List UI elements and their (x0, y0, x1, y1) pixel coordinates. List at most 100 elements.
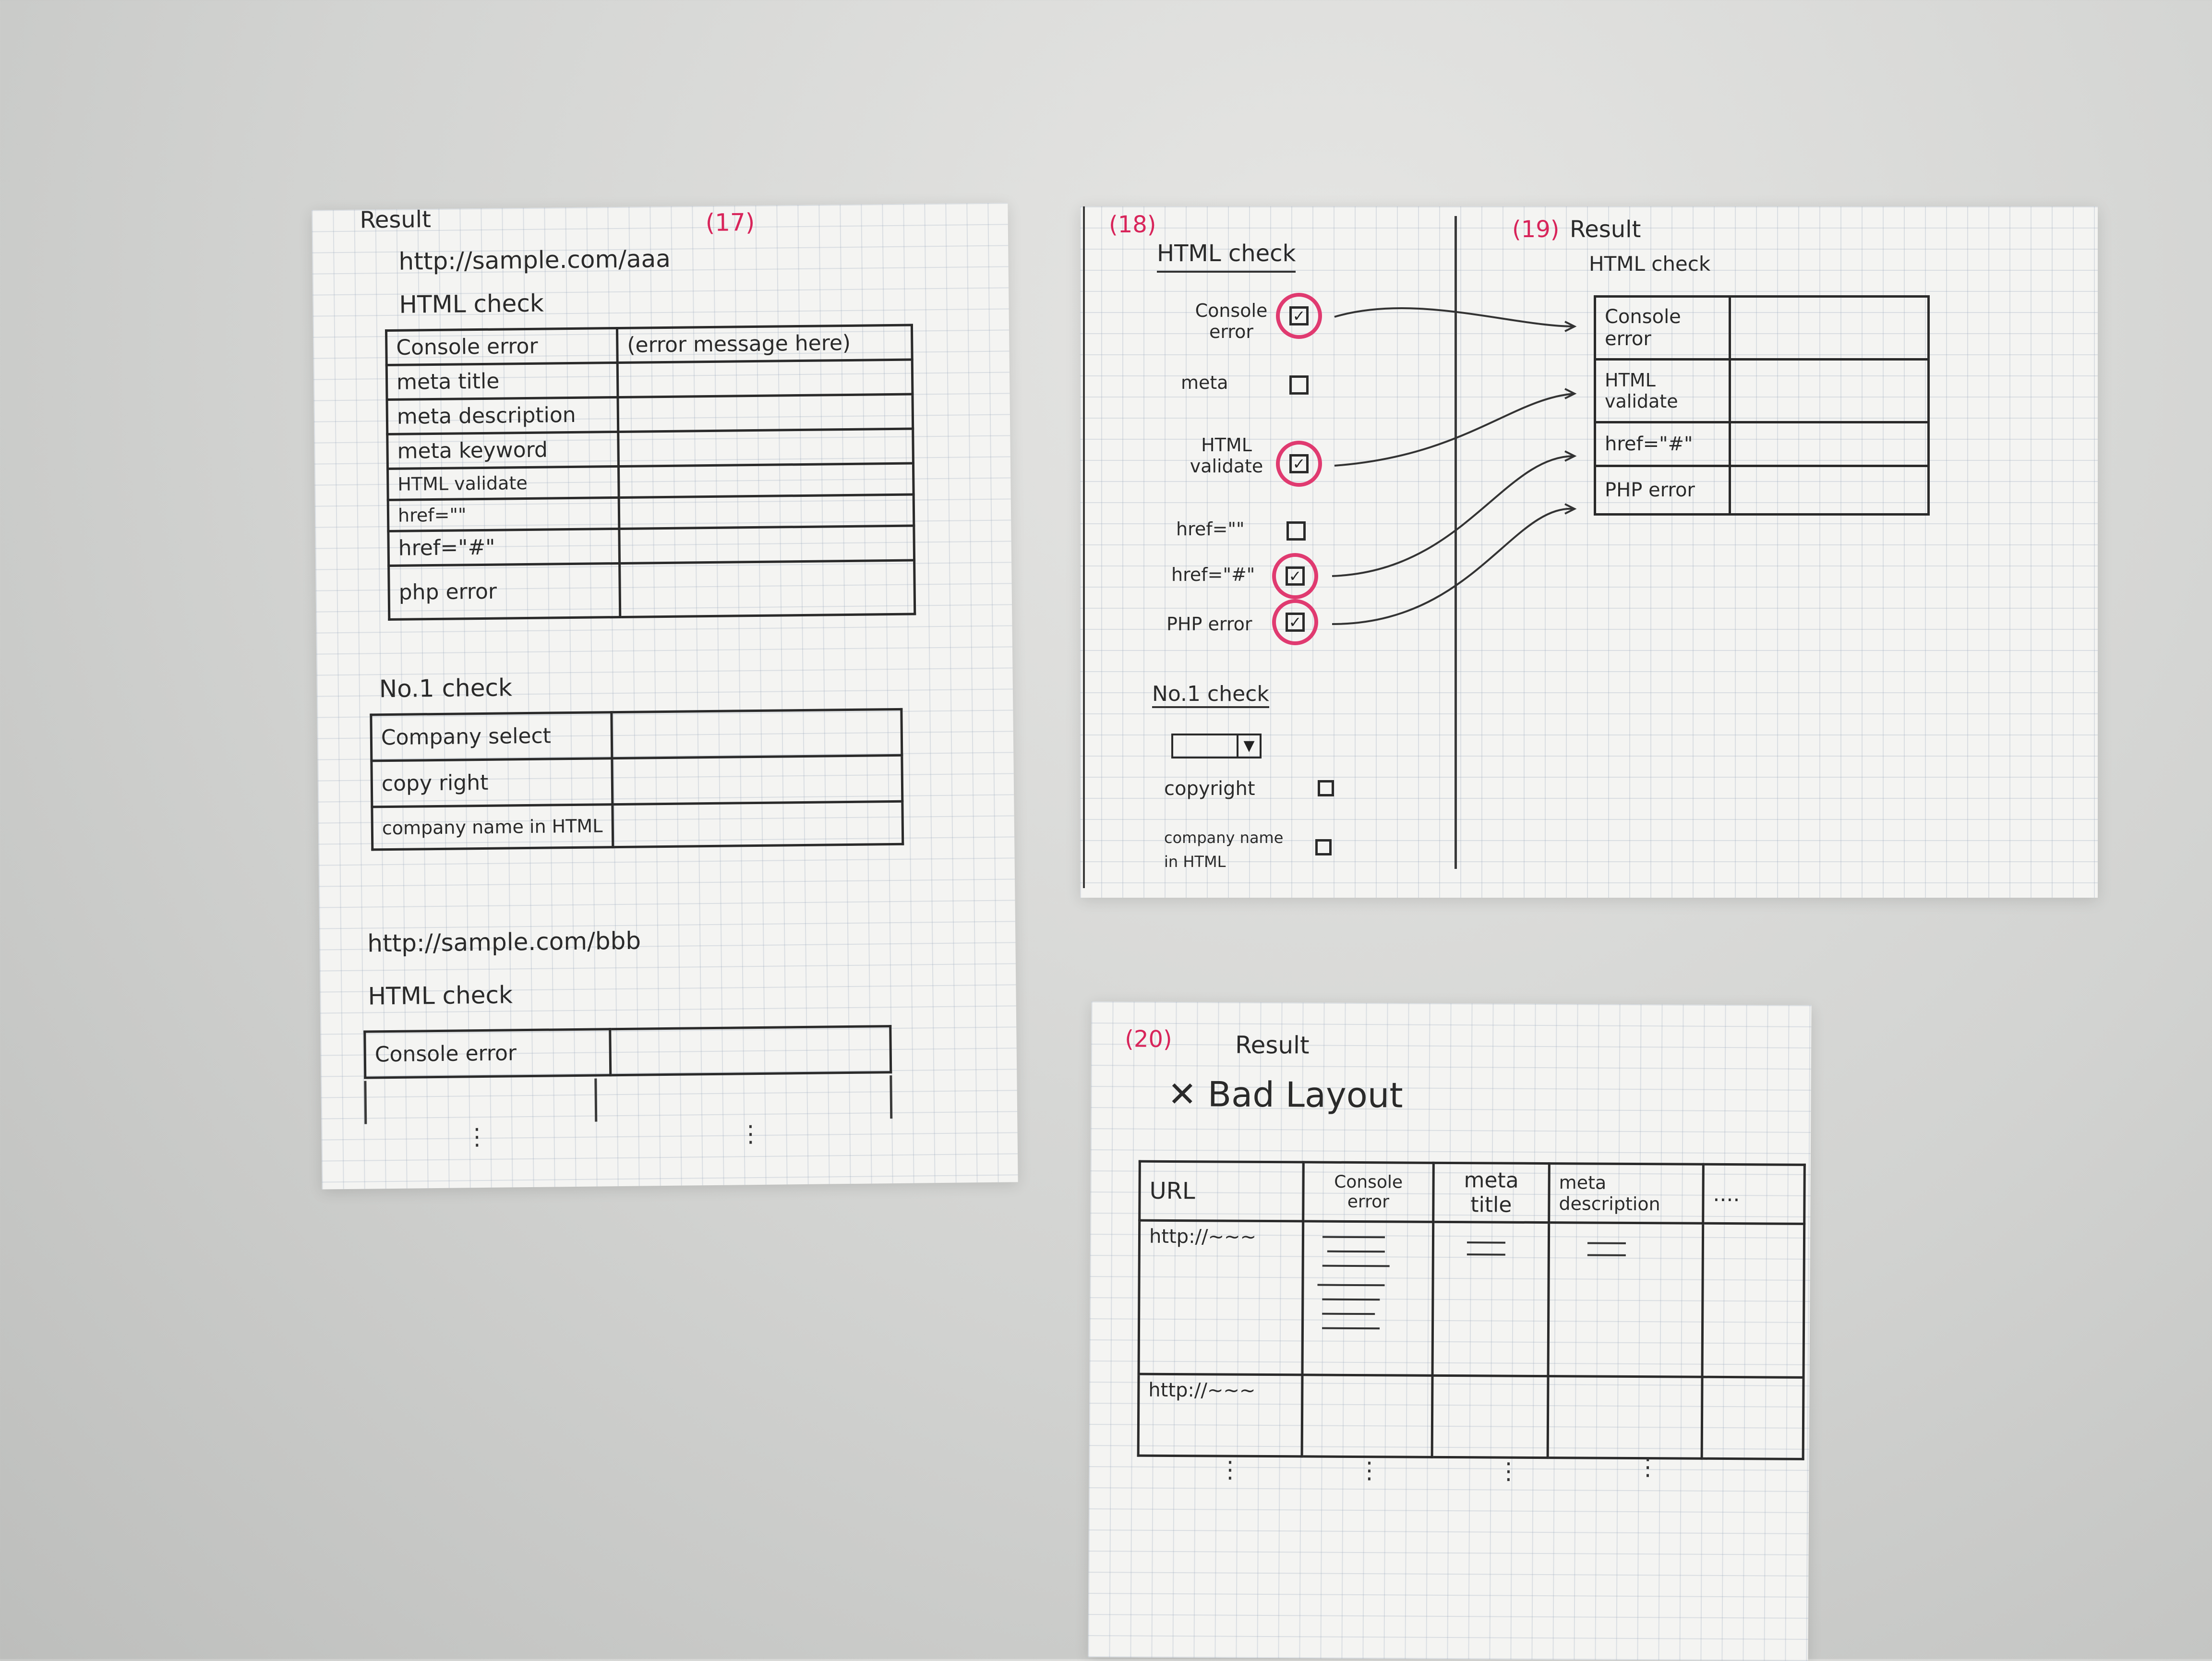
sheet-number-20: (20) (1125, 1025, 1172, 1053)
table-row: href="#" (1594, 421, 1930, 467)
table-row: http://~~~ (1138, 1374, 1804, 1459)
row-label: meta title (386, 362, 618, 400)
html-validate-checkbox[interactable]: ✓ (1289, 454, 1309, 473)
option-label-php-error: PHP error (1166, 614, 1252, 635)
row-label: copy right (371, 758, 613, 807)
table-row: href="" (388, 494, 914, 531)
page-margin-line (1083, 206, 1085, 888)
row-label: Console error (1594, 295, 1731, 361)
option-label-console-error: Console error (1195, 300, 1268, 342)
ellipsis-marks: ⋮ (1497, 1457, 1520, 1485)
html-check-heading: HTML check (1157, 240, 1296, 273)
check-mark: ✓ (1292, 307, 1306, 325)
error-message-cell: (error message here) (617, 325, 913, 363)
check-mark: ✓ (1288, 567, 1302, 585)
table-row: http://~~~ (1139, 1220, 1804, 1378)
href-hash-checkbox[interactable]: ✓ (1286, 566, 1305, 586)
row-value (617, 360, 913, 397)
page-url-1[interactable]: http://sample.com/aaa (398, 244, 671, 276)
table-row: Console error (error message here) (386, 325, 913, 365)
html-check-table: Console error (error message here) meta … (385, 324, 916, 621)
option-label-href-empty: href="" (1176, 518, 1245, 540)
row-url[interactable]: http://~~~ (1139, 1220, 1303, 1375)
arrow-php-error (1332, 507, 1575, 625)
table-row: company name in HTML (372, 801, 903, 850)
meta-checkbox[interactable] (1289, 375, 1309, 395)
table-row: HTML validate (1594, 358, 1930, 423)
table-row: Console error (364, 1026, 891, 1078)
console-error-cell (1302, 1374, 1433, 1457)
row-value (1729, 421, 1930, 467)
connector-arrows (1332, 307, 1577, 625)
header-meta-title: meta title (1433, 1163, 1550, 1223)
row-label: meta description (387, 397, 618, 434)
row-value (619, 494, 914, 529)
sheet-number-18: (18) (1109, 211, 1156, 238)
table-border (594, 1078, 598, 1122)
sheet-17: Result (17) http://sample.com/aaa HTML c… (312, 203, 1018, 1190)
table-row: meta title (386, 360, 913, 400)
ellipsis-marks: ⋮ (1636, 1454, 1659, 1481)
row-value (1729, 358, 1930, 423)
copyright-checkbox[interactable] (1318, 780, 1334, 796)
company-select-dropdown[interactable]: ▼ (1171, 734, 1262, 758)
href-empty-checkbox[interactable] (1286, 521, 1306, 541)
check-mark: ✓ (1292, 455, 1306, 473)
no1-check-table: Company select copy right company name i… (370, 708, 904, 851)
table-row: meta description (387, 394, 913, 434)
row-value (612, 755, 902, 805)
option-label-href-hash: href="#" (1171, 564, 1255, 585)
more-cell (1702, 1377, 1804, 1459)
table-header-row: URL Console error meta title meta descri… (1139, 1161, 1805, 1224)
html-check-heading: HTML check (1589, 252, 1711, 276)
more-cell (1702, 1223, 1804, 1378)
html-check-heading: HTML check (399, 289, 544, 319)
sheet-number: (17) (705, 208, 755, 237)
row-value (619, 560, 915, 617)
row-label: php error (388, 563, 620, 620)
row-label: HTML validate (387, 466, 619, 500)
company-name-checkbox[interactable] (1315, 839, 1332, 855)
row-label: Company select (371, 712, 612, 761)
row-value (619, 526, 914, 564)
row-label: href="" (388, 497, 619, 531)
panel-divider (1455, 216, 1457, 869)
row-value (618, 429, 914, 467)
ellipsis-marks: ⋮ (1218, 1456, 1242, 1483)
header-more: .... (1703, 1164, 1805, 1224)
row-url[interactable]: http://~~~ (1138, 1374, 1303, 1456)
meta-title-cell (1432, 1375, 1549, 1458)
php-error-checkbox[interactable]: ✓ (1286, 613, 1305, 632)
meta-description-cell (1548, 1222, 1703, 1377)
row-label: href="#" (388, 529, 620, 566)
table-row: HTML validate (387, 463, 914, 500)
table-row: PHP error (1594, 465, 1930, 516)
result-heading: Result (1570, 216, 1641, 243)
highlight-circle (1272, 599, 1318, 645)
table-border (890, 1075, 893, 1119)
highlight-circle (1272, 553, 1318, 599)
row-value (1729, 465, 1930, 516)
html-check-heading-2: HTML check (368, 981, 513, 1011)
table-row: Console error (1594, 295, 1930, 361)
row-label: meta keyword (387, 432, 619, 469)
option-label-meta: meta (1181, 372, 1228, 393)
console-error-checkbox[interactable]: ✓ (1289, 306, 1309, 325)
option-label-html-validate: HTML validate (1190, 434, 1263, 477)
page-url-2[interactable]: http://sample.com/bbb (367, 927, 641, 958)
console-error-cell (1302, 1221, 1433, 1376)
chevron-down-icon[interactable]: ▼ (1237, 735, 1260, 757)
check-mark: ✓ (1288, 613, 1302, 631)
row-value (617, 394, 913, 432)
table-border (364, 1081, 367, 1124)
sheet-18-19: (18) HTML check Console error ✓ meta HTM… (1080, 206, 2098, 898)
header-console-error: Console error (1303, 1162, 1434, 1222)
row-value (610, 1026, 891, 1075)
no1-check-heading: No.1 check (1152, 682, 1269, 708)
row-label: Console error (364, 1029, 611, 1078)
ellipsis-marks: ⋮ (1358, 1457, 1381, 1484)
row-value (618, 463, 914, 498)
ellipsis-marks: ⋮ (465, 1123, 489, 1151)
copyright-label: copyright (1164, 778, 1255, 800)
row-label: company name in HTML (372, 804, 613, 850)
